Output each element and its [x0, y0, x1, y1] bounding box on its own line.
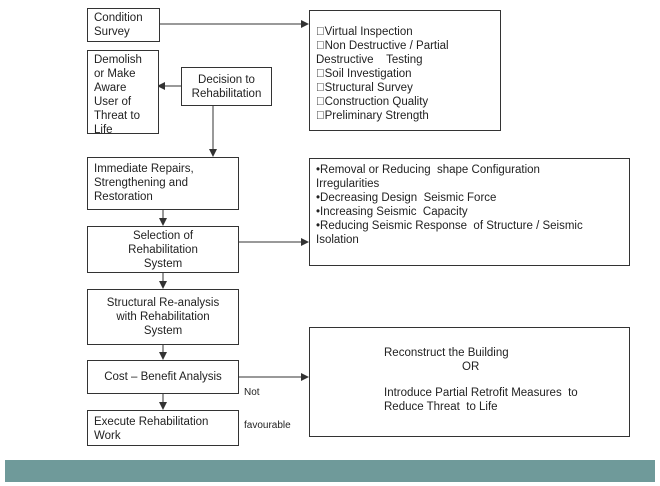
inspection-item-quality: Construction Quality	[316, 96, 428, 108]
footer-band	[5, 460, 655, 482]
inspection-item-structural: Structural Survey	[316, 82, 413, 94]
reconstruct-line-4: Reduce Threat to Life	[384, 401, 498, 413]
inspection-item-strength: Preliminary Strength	[316, 110, 429, 122]
demolish-line-1: Demolish	[94, 54, 142, 66]
rehabilitation-measures-box: •Removal or Reducing shape Configuration…	[309, 158, 630, 266]
immediate-repairs-line-3: Restoration	[94, 191, 153, 203]
immediate-repairs-box: Immediate Repairs, Strengthening and Res…	[87, 157, 239, 210]
execute-line-2: Work	[94, 430, 121, 442]
selection-line-2: Rehabilitation	[128, 243, 198, 256]
reconstruct-line-2: OR	[462, 361, 480, 373]
demolish-box: Demolish or Make Aware User of Threat to…	[87, 50, 159, 136]
inspection-methods-box: Virtual Inspection Non Destructive / P…	[309, 10, 501, 131]
selection-box: Selection of Rehabilitation System	[87, 226, 239, 273]
decision-box: Decision to Rehabilitation	[181, 67, 272, 106]
reanalysis-line-3: System	[143, 325, 183, 337]
inspection-item-virtual: Virtual Inspection	[316, 26, 413, 38]
immediate-repairs-line-1: Immediate Repairs,	[94, 163, 194, 175]
cost-benefit-box: Cost – Benefit Analysis	[87, 360, 239, 394]
reanalysis-line-2: with Rehabilitation	[116, 311, 210, 323]
reanalysis-line-1: Structural Re-analysis	[106, 297, 220, 309]
inspection-item-soil: Soil Investigation	[316, 68, 412, 80]
measure-item-configuration-cont: Irregularities	[316, 178, 380, 190]
not-favourable-line-1: Not	[244, 387, 260, 398]
not-favourable-line-2: favourable	[244, 420, 291, 431]
demolish-line-5: Threat to	[94, 110, 141, 122]
demolish-line-6: Life	[94, 124, 113, 136]
not-favourable-label: Not favourable	[244, 365, 291, 442]
measure-item-response: •Reducing Seismic Response of Structure …	[316, 220, 583, 232]
execute-line-1: Execute Rehabilitation	[94, 416, 209, 428]
demolish-line-4: User of	[94, 96, 132, 108]
decision-line-1: Decision to	[198, 73, 255, 86]
demolish-line-2: or Make	[94, 68, 136, 80]
decision-line-2: Rehabilitation	[191, 87, 262, 100]
demolish-line-3: Aware	[94, 82, 127, 94]
measure-item-response-cont: Isolation	[316, 234, 359, 246]
selection-line-1: Selection of	[132, 229, 194, 242]
measure-item-capacity: •Increasing Seismic Capacity	[316, 206, 468, 218]
condition-survey-box: Condition Survey	[87, 8, 160, 42]
reconstruct-line-1: Reconstruct the Building	[384, 347, 509, 359]
reanalysis-box: Structural Re-analysis with Rehabilitati…	[87, 289, 239, 345]
cost-benefit-label: Cost – Benefit Analysis	[104, 371, 222, 383]
reconstruct-box: Reconstruct the Building OR Introduce Pa…	[309, 327, 630, 437]
reconstruct-line-3: Introduce Partial Retrofit Measures to	[384, 387, 578, 399]
measure-item-configuration: •Removal or Reducing shape Configuration	[316, 164, 540, 176]
immediate-repairs-line-2: Strengthening and	[94, 177, 188, 189]
measure-item-design-force: •Decreasing Design Seismic Force	[316, 192, 497, 204]
condition-survey-line-2: Survey	[94, 26, 130, 38]
execute-box: Execute Rehabilitation Work	[87, 410, 239, 446]
inspection-item-ndt-cont: Destructive Testing	[316, 54, 423, 66]
condition-survey-line-1: Condition	[94, 12, 143, 24]
selection-line-3: System	[143, 257, 183, 270]
inspection-item-ndt: Non Destructive / Partial	[316, 40, 449, 52]
